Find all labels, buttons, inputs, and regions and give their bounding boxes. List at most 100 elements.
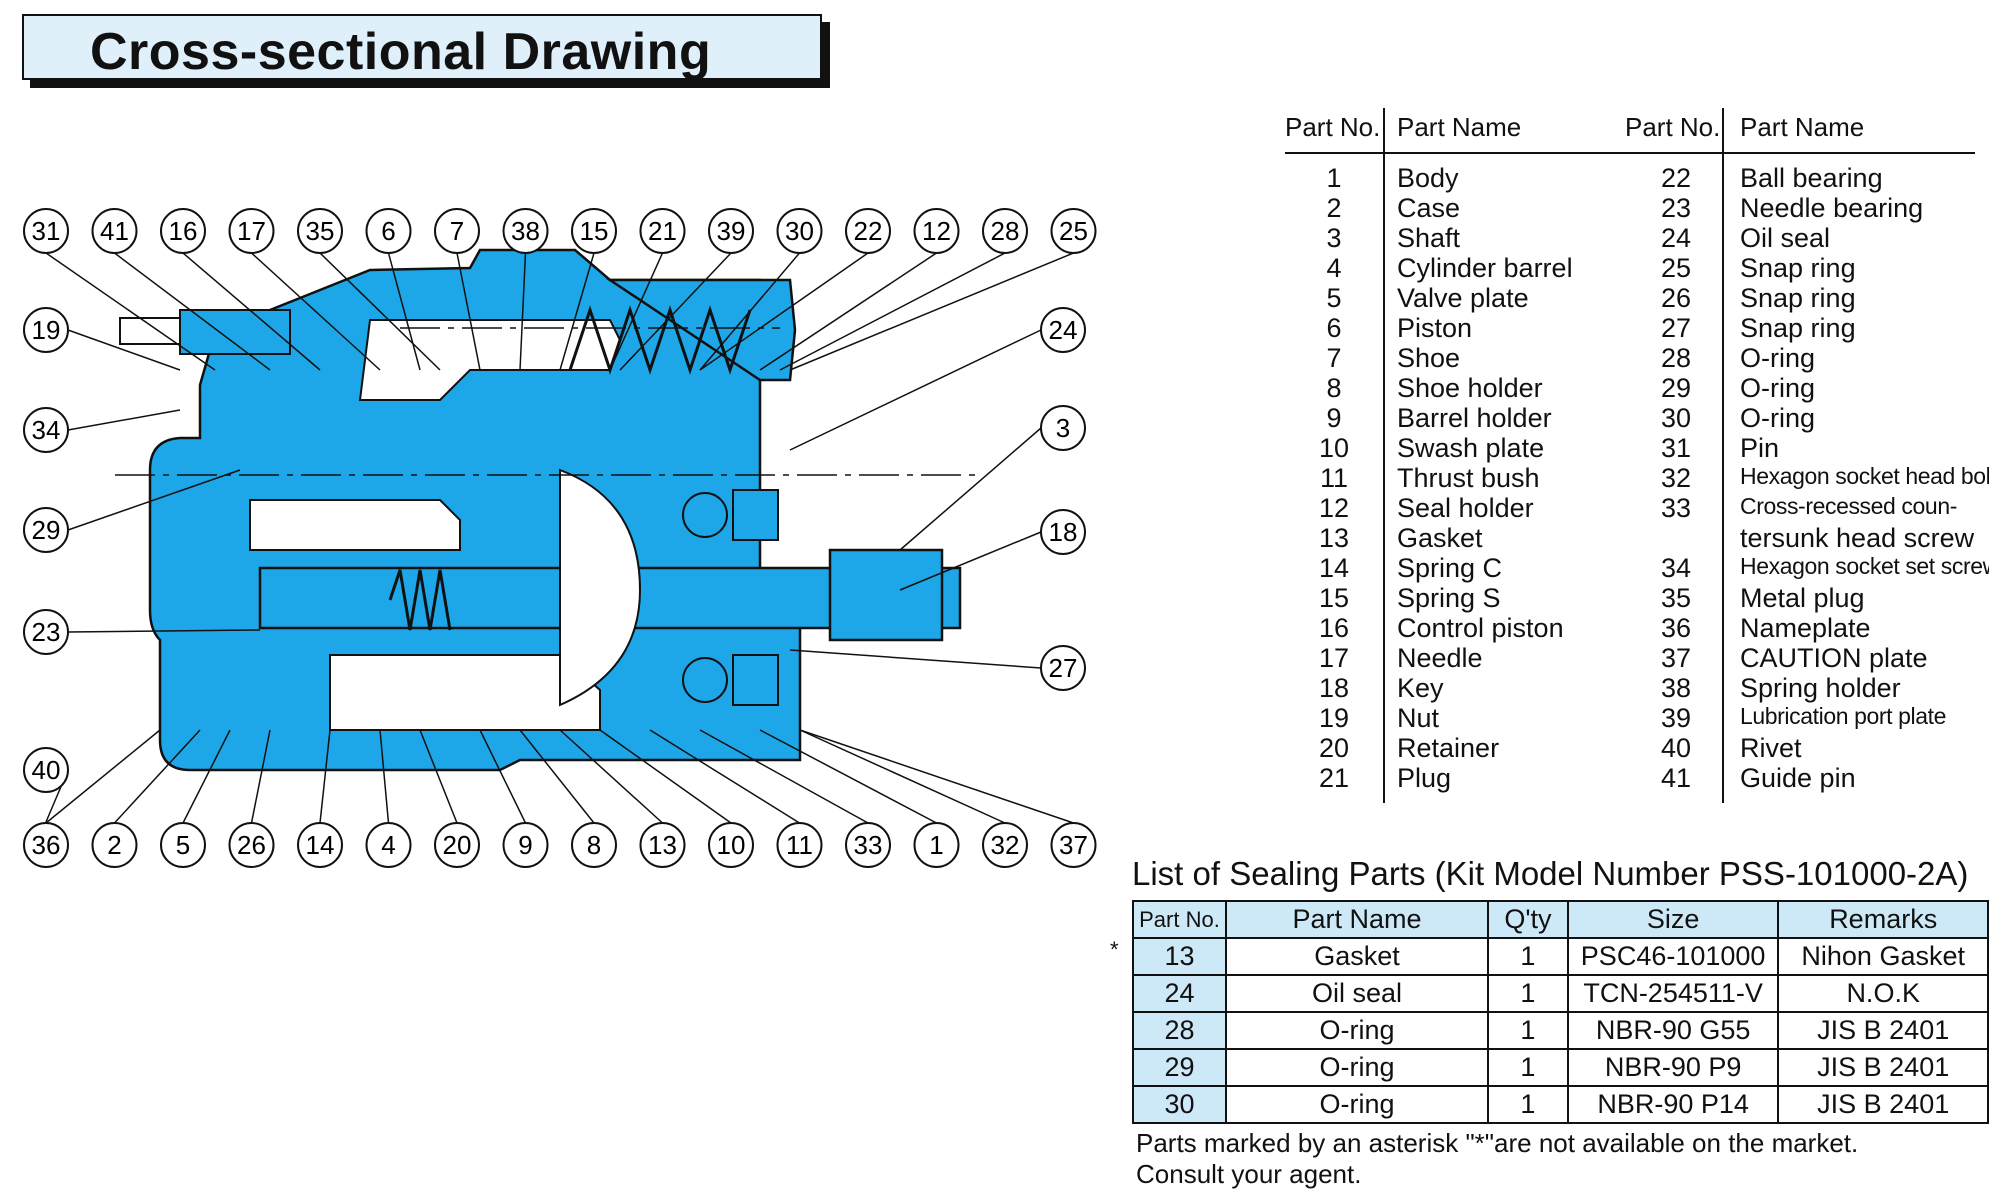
- part-number: 38: [1660, 673, 1692, 703]
- callout-label: 2: [107, 830, 121, 860]
- part-name: Lubrication port plate: [1740, 703, 1947, 729]
- callout-label: 11: [786, 830, 813, 860]
- part-number: 41: [1660, 763, 1692, 793]
- seal-size: PSC46-101000: [1566, 937, 1780, 976]
- leader-line: [182, 252, 321, 371]
- callout-label: 6: [381, 216, 395, 246]
- callout-33: 33: [845, 822, 891, 868]
- part-number: 21: [1318, 763, 1350, 793]
- part-name: Swash plate: [1397, 433, 1545, 463]
- callout-label: 3: [1056, 413, 1070, 443]
- part-name: tersunk head screw: [1740, 523, 1975, 553]
- callout-label: 33: [854, 830, 883, 860]
- callout-40: 40: [23, 747, 69, 793]
- leader-line: [899, 531, 1042, 591]
- seal-part-name: Gasket: [1224, 937, 1490, 976]
- callout-26: 26: [228, 822, 275, 868]
- asterisk-mark: *: [1110, 937, 1119, 962]
- part-name: Snap ring: [1740, 253, 1856, 283]
- note-line-1: Parts marked by an asterisk "*"are not a…: [1136, 1128, 1859, 1158]
- part-name: Nameplate: [1740, 613, 1871, 643]
- callout-label: 16: [169, 216, 198, 246]
- header-part-name-left: Part Name: [1397, 112, 1522, 142]
- part-row: tersunk head screw: [1285, 523, 1975, 553]
- part-number: 13: [1318, 523, 1350, 553]
- leader-line: [899, 427, 1042, 551]
- pump-body-shape: [115, 248, 980, 772]
- callout-label: 18: [1049, 517, 1078, 547]
- part-name: Gasket: [1397, 523, 1483, 553]
- sealing-list-title: List of Sealing Parts (Kit Model Number …: [1132, 855, 1969, 892]
- part-number: 27: [1660, 313, 1692, 343]
- part-name: O-ring: [1740, 373, 1816, 403]
- seal-part-no: 24: [1132, 974, 1227, 1013]
- part-name: Snap ring: [1740, 283, 1856, 313]
- callout-1: 1: [913, 822, 960, 868]
- callout-label: 28: [991, 216, 1020, 246]
- seal-header-part-no: Part No.: [1132, 900, 1227, 939]
- callout-label: 4: [381, 830, 395, 860]
- callout-label: 19: [32, 315, 61, 345]
- leader-line: [779, 252, 1006, 371]
- note-line-2: Consult your agent.: [1136, 1159, 1362, 1189]
- part-number: 31: [1660, 433, 1692, 463]
- part-name: Shoe: [1397, 343, 1461, 373]
- seal-qty: 1: [1487, 937, 1569, 976]
- part-number: 6: [1326, 313, 1342, 343]
- part-number: 16: [1318, 613, 1350, 643]
- callout-label: 9: [518, 830, 532, 860]
- part-row: 21 Plug: [1285, 763, 1975, 793]
- callout-9: 9: [502, 822, 549, 868]
- seal-header-size: Size: [1566, 900, 1780, 939]
- part-number: 9: [1326, 403, 1342, 433]
- callout-34: 34: [23, 407, 69, 453]
- leader-line: [319, 729, 331, 824]
- leader-line: [759, 252, 937, 371]
- seal-remarks: Nihon Gasket: [1777, 937, 1989, 976]
- seal-part-name: O-ring: [1224, 1048, 1490, 1087]
- part-name: Barrel holder: [1397, 403, 1552, 433]
- part-number: 3: [1326, 223, 1342, 253]
- leader-line: [759, 729, 937, 824]
- callout-22: 22: [845, 208, 891, 254]
- part-number: 12: [1318, 493, 1350, 523]
- part-name: Rivet: [1740, 733, 1802, 763]
- part-name: Spring C: [1397, 553, 1503, 583]
- callout-label: 1: [929, 830, 943, 860]
- leader-line: [699, 729, 869, 824]
- part-name: Plug: [1397, 763, 1452, 793]
- part-name: Retainer: [1397, 733, 1500, 763]
- part-number: 5: [1326, 283, 1342, 313]
- callout-label: 25: [1059, 216, 1088, 246]
- seal-header-remarks: Remarks: [1777, 900, 1989, 939]
- leader-line: [479, 729, 527, 824]
- callout-5: 5: [160, 822, 206, 868]
- title-banner: Cross-sectional Drawing: [22, 14, 822, 81]
- part-name: Hexagon socket set screw: [1740, 553, 1989, 579]
- callout-label: 20: [443, 830, 472, 860]
- seal-part-name: O-ring: [1224, 1011, 1490, 1050]
- callout-label: 27: [1049, 653, 1078, 683]
- column-rule: [1383, 108, 1385, 803]
- callout-label: 32: [991, 830, 1020, 860]
- callout-17: 17: [228, 208, 275, 254]
- leader-line: [182, 729, 231, 824]
- callout-label: 36: [32, 830, 61, 860]
- callout-label: 8: [587, 830, 601, 860]
- leader-line: [250, 729, 271, 824]
